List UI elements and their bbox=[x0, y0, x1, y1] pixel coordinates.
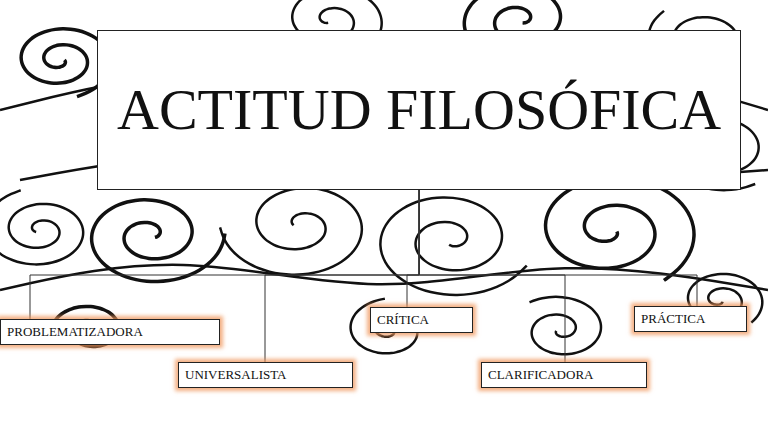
tree-connector bbox=[407, 190, 419, 307]
title-text: ACTITUD FILOSÓFICA bbox=[117, 77, 721, 144]
attitude-label: UNIVERSALISTA bbox=[179, 363, 352, 387]
swirl-ornament bbox=[220, 188, 362, 275]
tree-connector bbox=[30, 190, 419, 319]
attitude-box: PRÁCTICA bbox=[634, 306, 747, 332]
tree-connector bbox=[419, 190, 697, 306]
attitude-label: PROBLEMATIZADORA bbox=[1, 320, 219, 344]
attitude-box: CLARIFICADORA bbox=[481, 362, 647, 388]
title-box: ACTITUD FILOSÓFICA bbox=[97, 30, 741, 190]
attitude-box: UNIVERSALISTA bbox=[178, 362, 353, 388]
swirl-ornament bbox=[0, 265, 768, 290]
attitude-label: PRÁCTICA bbox=[635, 307, 746, 331]
attitude-label: CLARIFICADORA bbox=[482, 363, 646, 387]
attitude-box: PROBLEMATIZADORA bbox=[0, 319, 220, 345]
tree-connector bbox=[265, 190, 419, 362]
attitude-box: CRÍTICA bbox=[370, 307, 473, 333]
attitude-label: CRÍTICA bbox=[371, 308, 472, 332]
swirl-ornament bbox=[0, 190, 83, 264]
swirl-ornament bbox=[546, 178, 694, 280]
tree-connector bbox=[419, 190, 565, 362]
